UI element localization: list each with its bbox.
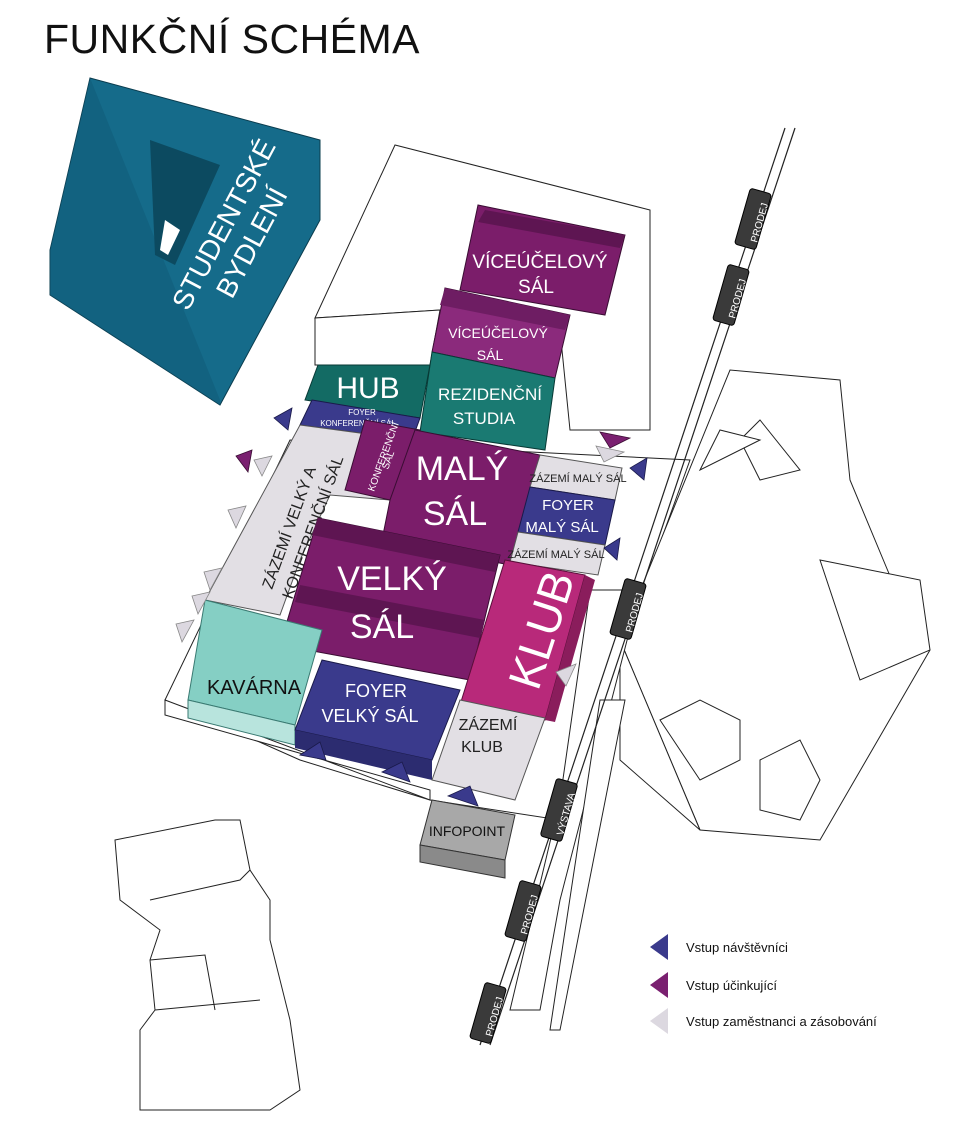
entrance-visitors-icon xyxy=(273,407,293,431)
entrance-staff-icon xyxy=(203,567,223,591)
rezidencni-studia-block: REZIDENČNÍ STUDIA xyxy=(419,351,556,451)
foyer-velky-label-2: VELKÝ SÁL xyxy=(321,706,418,726)
entrance-performers-markers xyxy=(235,431,632,473)
legend-staff-label: Vstup zaměstnanci a zásobování xyxy=(686,1013,877,1029)
entrance-visitors-icon xyxy=(629,457,648,481)
viceucelovy-sal-small: VÍCEÚČELOVÝ SÁL xyxy=(431,287,571,379)
viceucelovy-sal-top: VÍCEÚČELOVÝ SÁL xyxy=(459,204,626,316)
entrance-staff-icon xyxy=(595,445,626,463)
foyer-maly-block: FOYER MALÝ SÁL xyxy=(517,486,616,546)
entrance-visitors-icon xyxy=(380,761,411,783)
entrance-visitors-icon xyxy=(298,741,327,761)
foyer-maly-label-1: FOYER xyxy=(542,497,594,514)
maly-sal-label-1: MALÝ xyxy=(416,450,509,488)
rezidencni-label-2: STUDIA xyxy=(453,409,516,428)
velky-sal-label-1: VELKÝ xyxy=(337,560,447,598)
maly-sal-label-2: SÁL xyxy=(423,495,487,533)
legend-row-performers: Vstup účinkující xyxy=(648,970,777,1000)
klub-block: KLUB xyxy=(459,559,595,722)
entrance-performers-icon xyxy=(235,449,253,473)
konferencni-sal-block: KONFERENČNÍ SÁL xyxy=(344,419,421,501)
entrance-staff-icon xyxy=(555,663,577,687)
hub-label: HUB xyxy=(336,372,399,405)
zazemi-maly-1-label: ZÁZEMÍ MALÝ SÁL xyxy=(529,472,626,485)
infopoint-label: INFOPOINT xyxy=(429,823,506,839)
entrance-visitors-icon xyxy=(603,537,621,561)
infopoint-block: INFOPOINT xyxy=(419,799,516,879)
velky-sal-block: VELKÝ SÁL xyxy=(279,517,501,681)
velky-sal-label-2: SÁL xyxy=(350,608,414,646)
page-title: FUNKČNÍ SCHÉMA xyxy=(44,16,421,62)
foyer-konf-label-2: KONFERENČNÍ SÁL xyxy=(320,419,396,428)
viceucelovy-small-label-2: SÁL xyxy=(477,347,504,363)
entrance-staff-icon xyxy=(175,619,195,643)
studentske-bydleni-block: STUDENTSKÉ BYDLENÍ xyxy=(49,77,321,406)
visitors-triangle-icon xyxy=(650,934,668,960)
entrance-visitors-markers xyxy=(273,407,648,807)
zazemi-maly-1-block: ZÁZEMÍ MALÝ SÁL xyxy=(529,454,627,501)
legend-performers-label: Vstup účinkující xyxy=(686,977,778,993)
zazemi-maly-2-label: ZÁZEMÍ MALÝ SÁL xyxy=(507,548,604,561)
kiosk-6: PRODEJ xyxy=(469,982,507,1044)
foyer-konf-label-1: FOYER xyxy=(348,408,376,417)
viceucelovy-top-label-2: SÁL xyxy=(518,277,554,298)
viceucelovy-top-label-1: VÍCEÚČELOVÝ xyxy=(472,251,607,273)
entrance-staff-icon xyxy=(253,455,273,477)
zazemi-klub-label-1: ZÁZEMÍ xyxy=(459,715,518,734)
performers-triangle-icon xyxy=(650,972,668,998)
staff-triangle-icon xyxy=(650,1008,668,1034)
kavarna-label: KAVÁRNA xyxy=(207,676,302,699)
legend-row-visitors: Vstup návštěvníci xyxy=(648,932,788,962)
maly-sal-block: MALÝ SÁL xyxy=(381,429,541,566)
entrance-visitors-icon xyxy=(446,785,479,807)
zazemi-maly-2-block: ZÁZEMÍ MALÝ SÁL xyxy=(507,531,606,576)
entrance-staff-icon xyxy=(191,591,211,615)
viceucelovy-small-label-1: VÍCEÚČELOVÝ xyxy=(448,325,548,341)
foyer-maly-label-2: MALÝ SÁL xyxy=(525,519,598,536)
entrance-performers-icon xyxy=(599,431,632,449)
kiosk-2: PRODEJ xyxy=(712,264,750,326)
kiosk-1: PRODEJ xyxy=(734,188,772,250)
foyer-velky-block: FOYER VELKÝ SÁL xyxy=(294,659,461,780)
entrance-staff-markers xyxy=(175,445,626,687)
foyer-velky-label-1: FOYER xyxy=(345,681,407,701)
legend-row-staff: Vstup zaměstnanci a zásobování xyxy=(648,1006,877,1036)
legend-visitors-label: Vstup návštěvníci xyxy=(686,939,788,955)
zazemi-klub-label-2: KLUB xyxy=(461,739,503,756)
kavarna-block: KAVÁRNA xyxy=(187,599,323,746)
rezidencni-label-1: REZIDENČNÍ xyxy=(438,385,542,404)
entrance-staff-icon xyxy=(227,505,247,529)
zazemi-klub-block: ZÁZEMÍ KLUB xyxy=(431,699,546,801)
